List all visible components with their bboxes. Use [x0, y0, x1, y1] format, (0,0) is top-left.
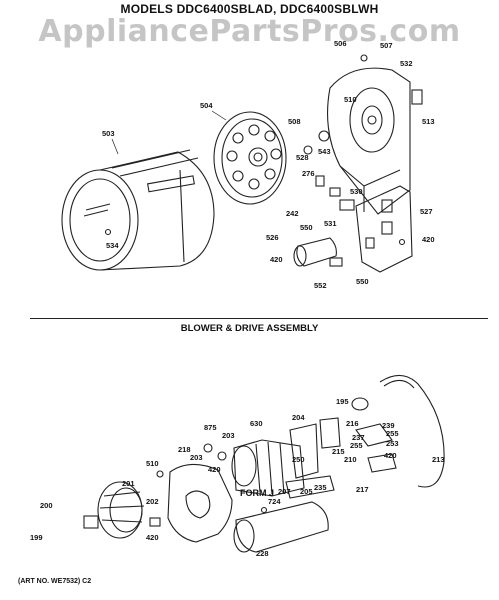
form-j-label: FORM J [240, 488, 274, 498]
idler-assembly [319, 397, 397, 473]
label-202: 202 [146, 497, 159, 506]
rear-bulkhead [326, 67, 423, 215]
label-195: 195 [336, 397, 349, 406]
section-title: BLOWER & DRIVE ASSEMBLY [180, 323, 319, 334]
label-507: 507 [380, 41, 393, 50]
label-200: 200 [40, 501, 53, 510]
label-552: 552 [314, 281, 327, 290]
label-550: 550 [300, 223, 313, 232]
blower-hardware [83, 443, 268, 529]
label-630: 630 [250, 419, 263, 428]
label-504: 504 [200, 101, 213, 110]
label-531: 531 [324, 219, 337, 228]
label-532: 532 [400, 59, 413, 68]
drum [61, 149, 215, 271]
art-number: (ART NO. WE7532) C2 [18, 578, 92, 585]
drum-rear-panel [213, 111, 287, 205]
label-207: 207 [278, 487, 291, 496]
motor-mount-bracket [285, 423, 335, 499]
label-510: 510 [344, 95, 357, 104]
label-543: 543 [318, 147, 331, 156]
drive-belt [379, 374, 445, 488]
label-216: 216 [346, 419, 359, 428]
label-875: 875 [204, 423, 217, 432]
label-420: 420 [422, 235, 435, 244]
label-204: 204 [292, 413, 305, 422]
label-276: 276 [302, 169, 315, 178]
label-250: 250 [292, 455, 305, 464]
watermark: AppliancePartsPros.com [38, 14, 461, 49]
label-420: 420 [208, 465, 221, 474]
label-217: 217 [356, 485, 369, 494]
label-239: 239 [382, 421, 395, 430]
exhaust-duct [233, 501, 329, 553]
label-205: 205 [300, 487, 313, 496]
label-526: 526 [266, 233, 279, 242]
label-510: 510 [146, 459, 159, 468]
label-420: 420 [270, 255, 283, 264]
label-420: 420 [384, 451, 397, 460]
label-534: 534 [106, 241, 119, 250]
label-513: 513 [422, 117, 435, 126]
blower-housing [167, 463, 233, 543]
label-213: 213 [432, 455, 445, 464]
label-203: 203 [222, 431, 235, 440]
label-528: 528 [296, 153, 309, 162]
label-210: 210 [344, 455, 357, 464]
label-506: 506 [334, 39, 347, 48]
label-255: 255 [350, 441, 363, 450]
label-215: 215 [332, 447, 345, 456]
label-235: 235 [314, 483, 327, 492]
label-228: 228 [256, 549, 269, 558]
blower-duct-housing [355, 185, 413, 273]
motor [231, 439, 305, 497]
label-253: 253 [386, 439, 399, 448]
label-550: 550 [356, 277, 369, 286]
label-203: 203 [190, 453, 203, 462]
label-218: 218 [178, 445, 191, 454]
section-divider [30, 318, 488, 319]
blower-wheel [97, 481, 145, 539]
label-201: 201 [122, 479, 135, 488]
page-title: MODELS DDC6400SBLAD, DDC6400SBLWH [120, 2, 379, 16]
small-hardware [104, 54, 406, 246]
label-503: 503 [102, 129, 115, 138]
label-242: 242 [286, 209, 299, 218]
label-199: 199 [30, 533, 43, 542]
label-255: 255 [386, 429, 399, 438]
label-724: 724 [268, 497, 281, 506]
label-527: 527 [420, 207, 433, 216]
label-237: 237 [352, 433, 365, 442]
label-530: 530 [350, 187, 363, 196]
label-420: 420 [146, 533, 159, 542]
label-508: 508 [288, 117, 301, 126]
motor-capacitor [293, 237, 343, 267]
